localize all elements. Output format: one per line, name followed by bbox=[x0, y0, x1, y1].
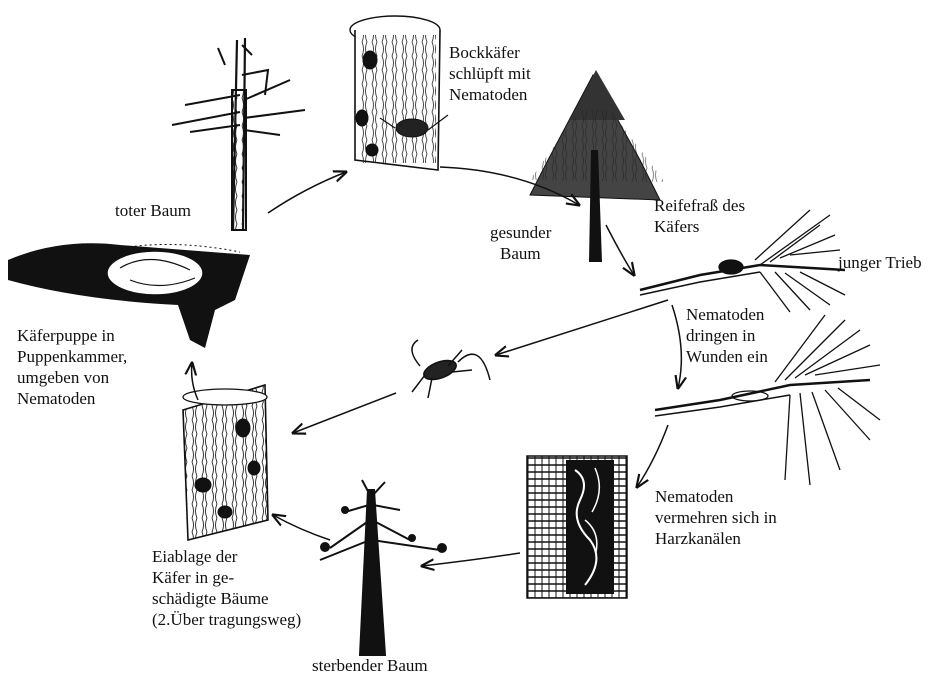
arrow-dying-to-eggs bbox=[273, 515, 330, 540]
beetle-icon bbox=[412, 340, 490, 398]
resin-canal-icon bbox=[527, 456, 627, 598]
label-sterbender-baum: sterbender Baum bbox=[312, 655, 428, 676]
label-kaeferpuppe: Käferpuppe in Puppenkammer, umgeben von … bbox=[17, 325, 127, 409]
dead-tree-icon bbox=[172, 38, 305, 230]
label-nematoden-dringen: Nematoden dringen in Wunden ein bbox=[686, 304, 768, 367]
arrow-shoot-to-beetle bbox=[496, 300, 668, 355]
label-eiablage: Eiablage der Käfer in ge- schädigte Bäum… bbox=[152, 546, 301, 630]
label-junger-trieb: junger Trieb bbox=[838, 252, 922, 273]
log-with-eggs-icon bbox=[183, 385, 268, 540]
arrow-canal-to-dying bbox=[422, 553, 520, 566]
label-nematoden-vermehren: Nematoden vermehren sich in Harzkanälen bbox=[655, 486, 777, 549]
label-toter-baum: toter Baum bbox=[115, 200, 191, 221]
label-gesunder-baum: gesunder Baum bbox=[490, 222, 551, 264]
log-beetle-emerging-icon bbox=[350, 16, 448, 170]
dying-tree-icon bbox=[320, 480, 446, 655]
label-reifefrass: Reifefraß des Käfers bbox=[654, 195, 745, 237]
arrow-shoot-to-infected bbox=[672, 305, 681, 388]
label-bockkaefer: Bockkäfer schlüpft mit Nematoden bbox=[449, 42, 531, 105]
arrow-infected-to-canal bbox=[637, 425, 668, 487]
arrow-dead-to-log bbox=[268, 172, 346, 213]
arrow-beetle-to-eggs bbox=[293, 393, 396, 433]
arrow-healthy-to-shoot bbox=[606, 225, 634, 275]
